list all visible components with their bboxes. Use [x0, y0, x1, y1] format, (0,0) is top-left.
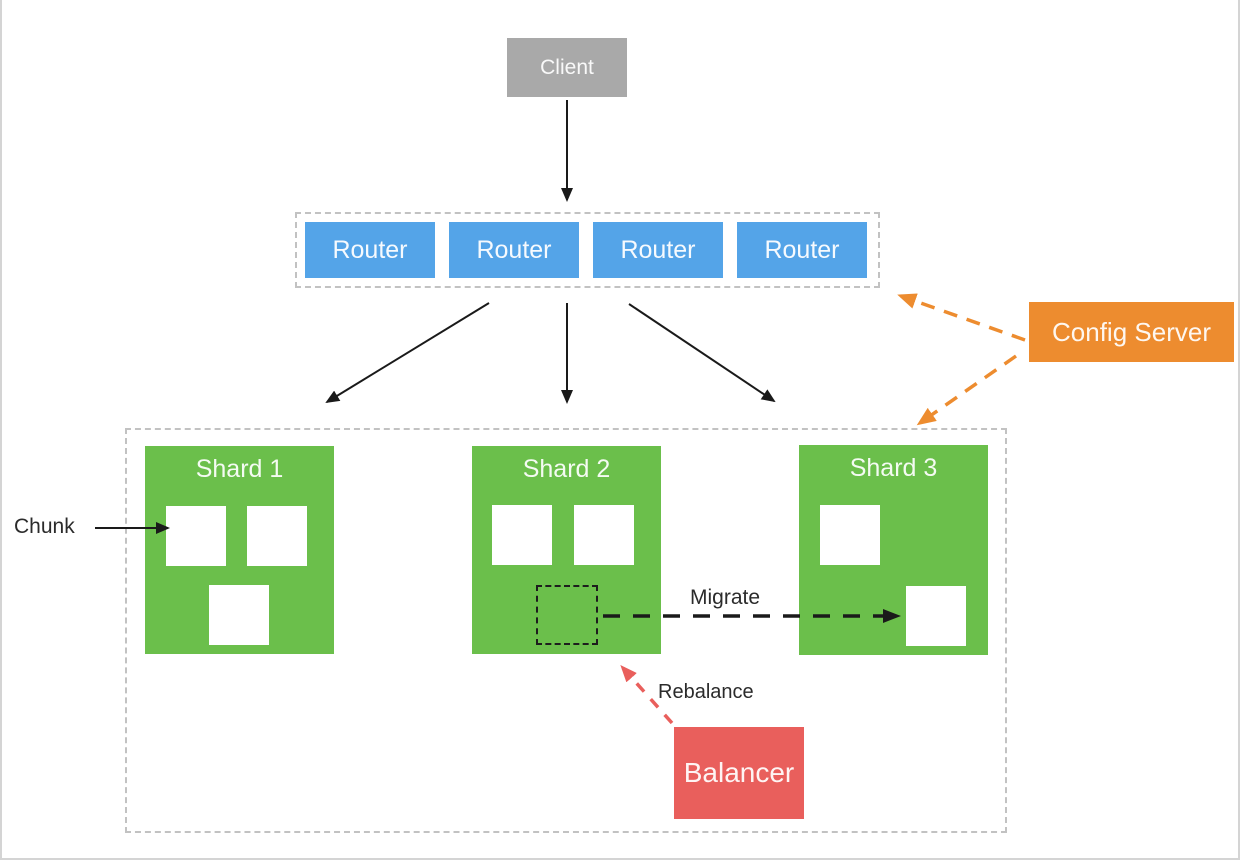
rebalance-annotation-label: Rebalance — [658, 681, 754, 703]
chunk-square — [247, 506, 307, 566]
router-label: Router — [764, 235, 840, 264]
shard-2-label: Shard 2 — [522, 455, 611, 483]
router-label: Router — [620, 235, 696, 264]
chunk-square — [906, 586, 966, 646]
shard-2-box: Shard 2 — [472, 446, 661, 654]
shard-cluster-container — [125, 428, 1007, 833]
config-server-label: Config Server — [1052, 316, 1211, 347]
chunk-square — [209, 585, 269, 645]
shard-3-box: Shard 3 — [799, 445, 988, 655]
router-box: Router — [449, 222, 579, 278]
chunk-square — [574, 505, 634, 565]
chunk-square — [492, 505, 552, 565]
chunk-square — [166, 506, 226, 566]
shard-3-label: Shard 3 — [849, 454, 938, 482]
router-box: Router — [305, 222, 435, 278]
migrate-annotation-label: Migrate — [690, 586, 761, 609]
config-to-cluster-arrow — [916, 354, 1018, 426]
chunk-square — [820, 505, 880, 565]
pending-chunk-outline — [536, 585, 598, 645]
client-label: Client — [540, 55, 594, 79]
chunk-annotation-label: Chunk — [14, 515, 75, 538]
router-box: Router — [737, 222, 867, 278]
config-server-box: Config Server — [1029, 302, 1234, 362]
shard-1-label: Shard 1 — [195, 455, 284, 483]
client-box: Client — [507, 38, 627, 97]
shard-1-box: Shard 1 — [145, 446, 334, 654]
balancer-label: Balancer — [683, 757, 795, 788]
config-to-routers-arrow — [897, 293, 1026, 342]
router-box: Router — [593, 222, 723, 278]
balancer-box: Balancer — [674, 727, 804, 819]
routers-to-shard1-arrow — [325, 302, 490, 404]
router-label: Router — [476, 235, 552, 264]
routers-to-shard3-arrow — [628, 303, 776, 403]
router-group: Router Router Router Router — [295, 212, 880, 288]
router-label: Router — [332, 235, 408, 264]
